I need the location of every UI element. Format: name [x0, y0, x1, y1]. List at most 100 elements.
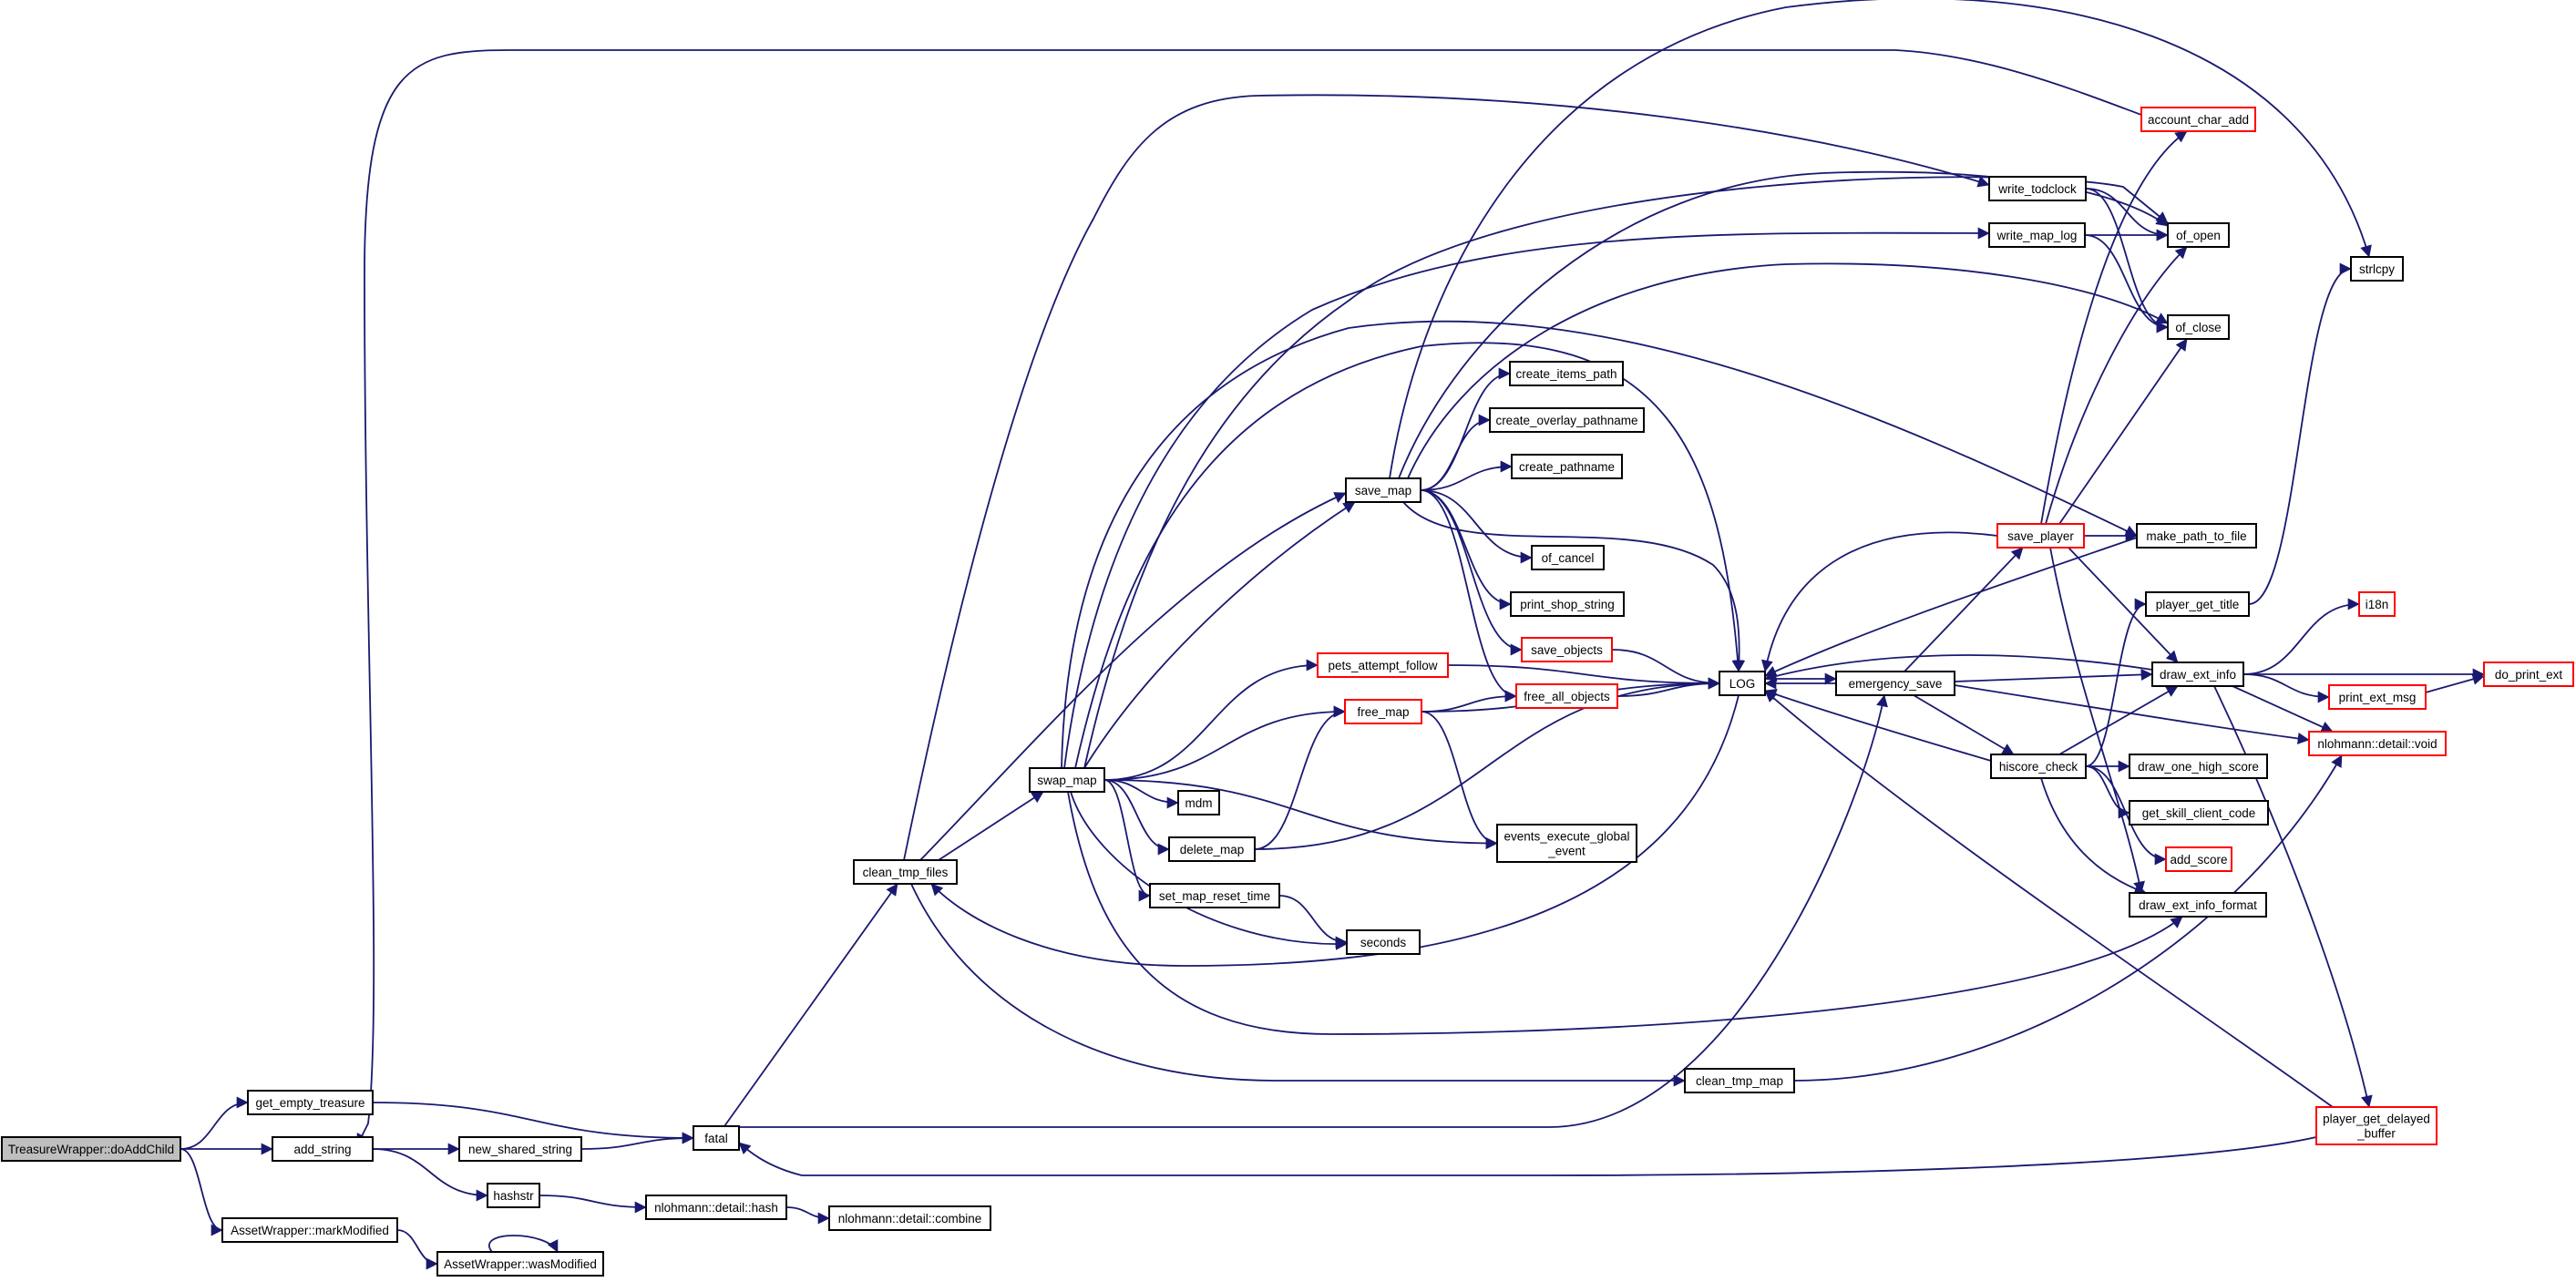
node-box [1344, 699, 1422, 724]
node-write-todclock[interactable]: write_todclock [1988, 176, 2087, 201]
node-of-open[interactable]: of_open [2167, 222, 2230, 248]
node-box [1489, 407, 1645, 433]
node-save-player[interactable]: save_player [1996, 523, 2085, 549]
node-set-map-reset-time[interactable]: set_map_reset_time [1149, 883, 1280, 908]
node-create-pathname[interactable]: create_pathname [1511, 454, 1623, 479]
node-of-cancel[interactable]: of_cancel [1531, 545, 1605, 570]
node-box [2129, 754, 2268, 779]
node-box [1317, 652, 1449, 678]
edge-clean-tmp-files-to-save-map [919, 492, 1347, 861]
node-label: get_skill_client_code [2142, 806, 2256, 820]
node-draw-ext-info-format[interactable]: draw_ext_info_format [2129, 892, 2267, 918]
node-box [2328, 684, 2427, 710]
node-delete-map[interactable]: delete_map [1168, 836, 1256, 862]
node-clean-tmp-map[interactable]: clean_tmp_map [1684, 1068, 1795, 1093]
node-pets-attempt-follow[interactable]: pets_attempt_follow [1317, 652, 1449, 678]
node-account-char-add[interactable]: account_char_add [2140, 107, 2256, 132]
node-i18n[interactable]: i18n [2358, 591, 2396, 617]
node-label: create_items_path [1515, 367, 1616, 381]
node-box [1, 1136, 181, 1162]
node-events-execute[interactable]: events_execute_global_event [1496, 824, 1637, 863]
node-do-print-ext[interactable]: do_print_ext [2483, 662, 2574, 687]
node-emergency-save[interactable]: emergency_save [1835, 671, 1955, 696]
edge-line [1402, 501, 1746, 672]
node-get-skill-client-code[interactable]: get_skill_client_code [2129, 800, 2269, 826]
edge-save-map-to-create-pathname [1420, 460, 1513, 491]
node-markmodified[interactable]: AssetWrapper::markModified [221, 1217, 398, 1243]
node-hiscore-check[interactable]: hiscore_check [1990, 754, 2087, 779]
node-print-shop-string[interactable]: print_shop_string [1510, 591, 1625, 617]
edge-save-player-to-account-char-add [2040, 130, 2188, 525]
edge-line [2058, 685, 2179, 755]
node-print-ext-msg[interactable]: print_ext_msg [2328, 684, 2427, 710]
edge-line [396, 1229, 438, 1270]
edge-set-map-reset-time-to-seconds [1278, 895, 1348, 949]
edge-line [1103, 779, 1498, 849]
node-nl-void[interactable]: nlohmann::detail::void [2308, 731, 2447, 756]
edge-draw-ext-info-to-player-get-delayed-buffer [2213, 685, 2373, 1108]
node-box [2129, 800, 2269, 826]
node-write-map-log[interactable]: write_map_log [1988, 222, 2086, 248]
node-save-map[interactable]: save_map [1345, 477, 1421, 503]
node-label: get_empty_treasure [255, 1096, 364, 1110]
node-nl-combine[interactable]: nlohmann::detail::combine [828, 1205, 991, 1231]
edge-line [1904, 547, 2024, 672]
node-label: hiscore_check [1999, 760, 2078, 774]
node-free-all-objects[interactable]: free_all_objects [1515, 683, 1618, 709]
edge-line [1616, 677, 1720, 697]
node-strlcpy[interactable]: strlcpy [2350, 256, 2404, 282]
node-hashstr[interactable]: hashstr [487, 1183, 540, 1208]
node-make-path-to-file[interactable]: make_path_to_file [2136, 523, 2257, 549]
edge-swap-map-to-make-path-to-file [1061, 320, 2138, 769]
node-box [2151, 662, 2244, 687]
node-wasmodified[interactable]: AssetWrapper::wasModified [436, 1251, 604, 1277]
edge-line [2068, 547, 2179, 663]
node-label: set_map_reset_time [1159, 889, 1270, 903]
node-log[interactable]: LOG [1719, 671, 1766, 696]
node-seconds[interactable]: seconds [1346, 929, 1421, 955]
node-fatal[interactable]: fatal [693, 1125, 740, 1151]
edge-line [2248, 262, 2352, 605]
edge-emergency-save-to-save-player [1904, 547, 2024, 672]
node-player-get-title[interactable]: player_get_title [2145, 591, 2250, 617]
node-label: pets_attempt_follow [1328, 659, 1437, 672]
node-create-items-path[interactable]: create_items_path [1509, 361, 1624, 386]
node-get-empty-treasure[interactable]: get_empty_treasure [247, 1090, 374, 1115]
edge-line [1061, 320, 2138, 769]
node-create-overlay-pathname[interactable]: create_overlay_pathname [1489, 407, 1645, 433]
node-swap-map[interactable]: swap_map [1029, 767, 1105, 793]
node-label: LOG [1729, 677, 1756, 691]
node-box [1511, 454, 1623, 479]
nodes-layer: TreasureWrapper::doAddChild get_empty_tre… [1, 107, 2574, 1277]
node-label: write_map_log [1996, 229, 2078, 242]
edge-line [724, 883, 898, 1127]
node-label: clean_tmp_map [1696, 1074, 1783, 1088]
node-mdm[interactable]: mdm [1177, 790, 1220, 815]
node-label: mdm [1185, 796, 1213, 810]
node-nl-hash[interactable]: nlohmann::detail::hash [645, 1195, 787, 1220]
edge-draw-ext-info-to-log [1764, 654, 2153, 682]
node-player-get-delayed-buffer[interactable]: player_get_delayed_buffer [2315, 1106, 2437, 1145]
node-label: hashstr [493, 1189, 534, 1203]
edge-line [1913, 694, 2015, 755]
node-box [2483, 662, 2574, 687]
edge-line [1761, 531, 1998, 672]
node-of-close[interactable]: of_close [2167, 314, 2230, 340]
edge-line [580, 1132, 694, 1150]
node-free-map[interactable]: free_map [1344, 699, 1422, 724]
edge-pets-attempt-follow-to-log [1447, 664, 1720, 690]
edge-line [1407, 262, 2169, 479]
node-label: nlohmann::detail::void [2317, 737, 2437, 751]
node-clean-tmp-files[interactable]: clean_tmp_files [853, 859, 958, 885]
node-new-shared-string[interactable]: new_shared_string [458, 1136, 582, 1162]
edge-account-char-add-to-add-string [356, 49, 2142, 1146]
node-doaddchild[interactable]: TreasureWrapper::doAddChild [1, 1136, 181, 1162]
edge-delete-map-to-log [1254, 677, 1720, 850]
node-add-string[interactable]: add_string [272, 1136, 374, 1162]
edge-print-ext-msg-to-do-print-ext [2425, 673, 2485, 693]
node-draw-ext-info[interactable]: draw_ext_info [2151, 662, 2244, 687]
node-add-score[interactable]: add_score [2165, 846, 2232, 872]
node-draw-one-high-score[interactable]: draw_one_high_score [2129, 754, 2268, 779]
edge-line [180, 1148, 223, 1236]
node-save-objects[interactable]: save_objects [1521, 637, 1613, 662]
